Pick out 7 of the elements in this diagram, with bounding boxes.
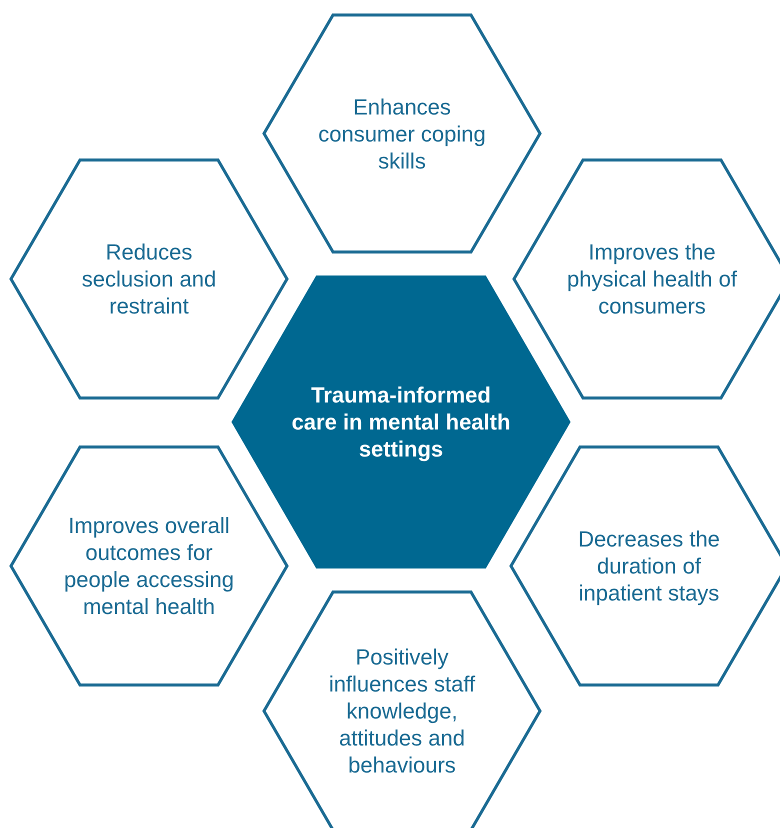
- central-topic-text: Trauma-informed care in mental health settings: [290, 382, 512, 462]
- benefit-text: Improves overall outcomes for people accessing mental health: [64, 512, 234, 620]
- benefit-text: Positively influences staff knowledge, attitudes and behaviours: [328, 644, 476, 778]
- benefit-text: Improves the physical health of consumers: [566, 238, 738, 320]
- benefit-text: Reduces seclusion and restraint: [80, 238, 218, 320]
- benefit-text: Decreases the duration of inpatient stays: [577, 526, 721, 606]
- benefit-text: Enhances consumer coping skills: [317, 93, 487, 174]
